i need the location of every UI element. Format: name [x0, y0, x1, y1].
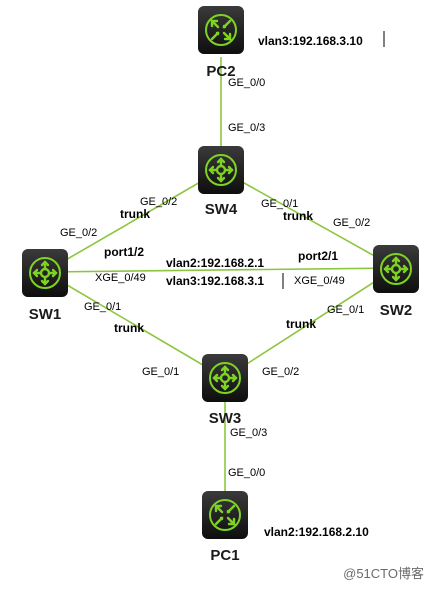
- sw2-label: SW2: [380, 302, 413, 319]
- port-label: GE_0/3: [230, 427, 267, 439]
- router-icon: [205, 14, 237, 46]
- pc1-device[interactable]: [202, 491, 248, 539]
- port-label: GE_0/3: [228, 122, 265, 134]
- pc2-label: PC2: [206, 63, 235, 80]
- device-body: [198, 146, 244, 194]
- port-label: GE_0/2: [262, 366, 299, 378]
- link-sw2-sw3: [224, 267, 397, 379]
- switch-icon: [29, 257, 61, 289]
- device-body: [373, 245, 419, 293]
- links: [44, 57, 397, 495]
- device-body: [22, 249, 68, 297]
- port-label: XGE_0/49: [95, 272, 146, 284]
- sw3-device[interactable]: [202, 354, 248, 402]
- watermark: @51CTO博客: [343, 566, 424, 581]
- sw2-device[interactable]: [373, 245, 419, 293]
- link-type-label: trunk: [120, 207, 150, 221]
- link-type-label: trunk: [114, 321, 144, 335]
- switch-icon: [209, 362, 241, 394]
- ip-annotation: vlan3:192.168.3.1: [166, 274, 264, 288]
- link-type-label: trunk: [283, 209, 313, 223]
- port-label: GE_0/2: [333, 217, 370, 229]
- router-icon: [209, 499, 241, 531]
- port-label: GE_0/1: [327, 304, 364, 316]
- port-label: GE_0/2: [60, 227, 97, 239]
- device-body: [198, 6, 244, 54]
- pc2-device[interactable]: [198, 6, 244, 54]
- port-label: GE_0/0: [228, 77, 265, 89]
- port-label: XGE_0/49: [294, 275, 345, 287]
- link-type-label: trunk: [286, 317, 316, 331]
- port-label: GE_0/1: [142, 366, 179, 378]
- ip-annotation: vlan2:192.168.2.1: [166, 256, 264, 270]
- sw3-label: SW3: [209, 410, 242, 427]
- sw4-device[interactable]: [198, 146, 244, 194]
- port-label: GE_0/0: [228, 467, 265, 479]
- port-channel-label: port2/1: [298, 249, 338, 263]
- sw4-label: SW4: [205, 201, 238, 218]
- link-sw1-sw3: [44, 271, 226, 379]
- ip-annotation: vlan2:192.168.2.10: [264, 525, 369, 539]
- port-label: GE_0/2: [140, 196, 177, 208]
- port-label: GE_0/1: [84, 301, 121, 313]
- switch-icon: [380, 253, 412, 285]
- pc1-label: PC1: [210, 547, 239, 564]
- link-sw4-sw2: [220, 169, 397, 269]
- ip-annotation: vlan3:192.168.3.10: [258, 34, 363, 48]
- port-label: GE_0/1: [261, 198, 298, 210]
- sw1-label: SW1: [29, 306, 62, 323]
- sw1-device[interactable]: [22, 249, 68, 297]
- port-channel-label: port1/2: [104, 245, 144, 259]
- switch-icon: [205, 154, 237, 186]
- device-body: [202, 491, 248, 539]
- link-sw4-sw1: [44, 169, 222, 273]
- device-body: [202, 354, 248, 402]
- link-sw1-sw2: [44, 267, 397, 273]
